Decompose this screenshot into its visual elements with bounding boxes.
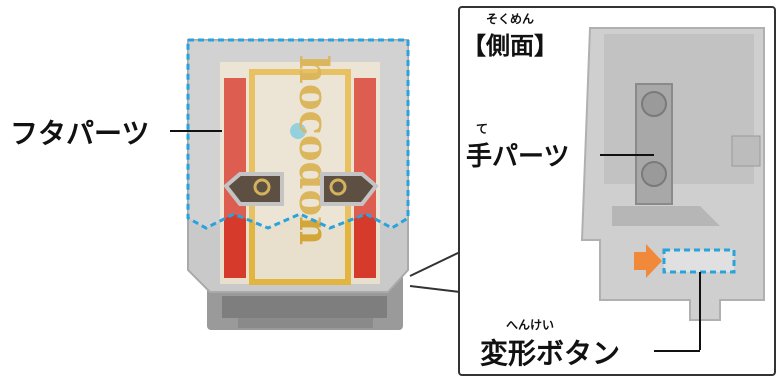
- transform-button-leader: [654, 350, 700, 352]
- side-ruby: そくめん: [486, 12, 535, 26]
- hand-ruby: て: [476, 122, 489, 136]
- logo-text: hocodon: [290, 55, 337, 246]
- side-view-title: 【側面】: [462, 32, 558, 60]
- lid-parts-highlight: [186, 38, 410, 230]
- lid-parts-leader: [170, 130, 222, 132]
- hand-parts-leader: [600, 154, 654, 156]
- transform-button-label: 変形ボタン: [480, 337, 621, 370]
- logo-dot-icon: [290, 123, 306, 139]
- callout-line-bottom: [409, 285, 461, 293]
- callout-line-top: [409, 251, 461, 277]
- hand-parts-label: 手パーツ: [466, 142, 570, 172]
- orange-right-arrow-icon: [634, 244, 662, 278]
- transform-button-highlight: [662, 248, 736, 274]
- transform-ruby: へんけい: [506, 318, 555, 332]
- lid-parts-label: フタパーツ: [10, 117, 150, 150]
